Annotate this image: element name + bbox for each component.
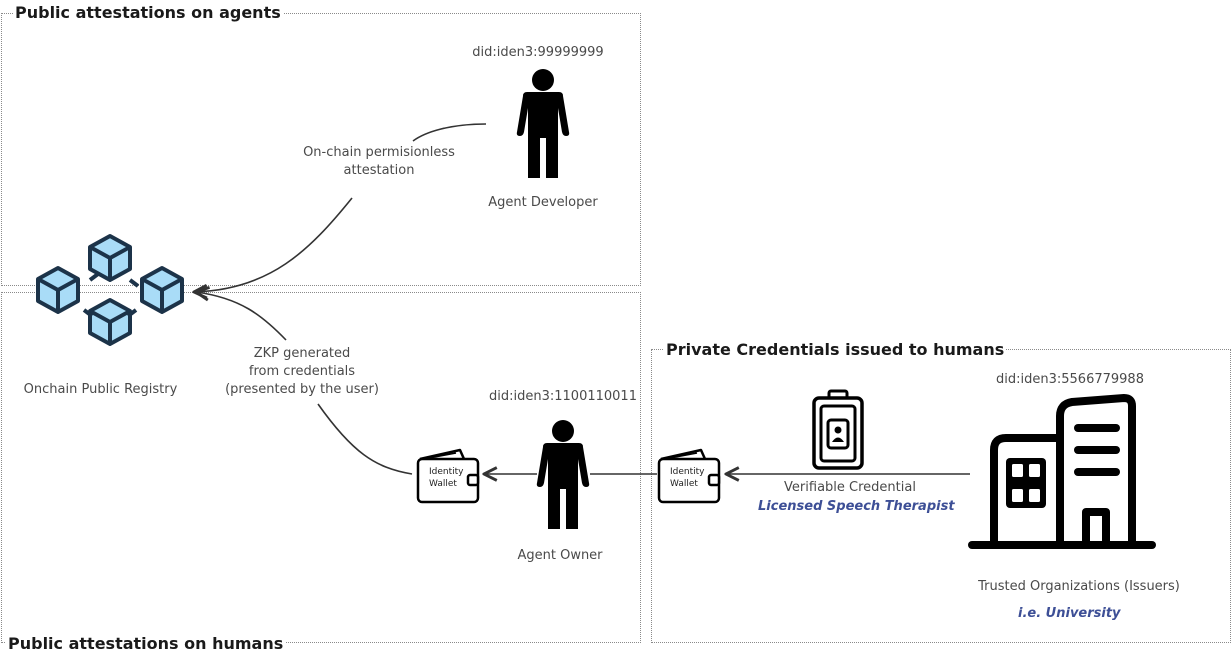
edge-developer-to-registry	[194, 197, 353, 292]
person-icon	[516, 69, 570, 178]
edge-wallet-to-zkp	[317, 403, 413, 475]
humans-section-box	[1, 292, 641, 643]
zkp-line2: from credentials	[248, 364, 356, 379]
owner-wallet-line2: Wallet	[429, 479, 457, 489]
issuer-label: Trusted Organizations (Issuers)	[978, 579, 1180, 594]
building-icon	[968, 394, 1156, 549]
owner-did: did:iden3:1100110011	[489, 389, 637, 404]
owner-label: Agent Owner	[517, 548, 603, 563]
zkp-label: ZKP generated from credentials (presente…	[222, 345, 382, 399]
credential-type: Licensed Speech Therapist	[758, 499, 955, 514]
onchain-attestation-line1: On-chain permisionless	[303, 145, 455, 160]
zkp-line3: (presented by the user)	[225, 382, 379, 397]
wallet-icon	[657, 448, 721, 504]
wallet-icon	[416, 448, 480, 504]
edge-zkp-to-registry	[196, 292, 287, 341]
private-section-title: Private Credentials issued to humans	[664, 340, 1007, 359]
humans-section-title: Public attestations on humans	[6, 634, 286, 653]
credential-wallet-line1: Identity	[670, 467, 705, 477]
credential-wallet-line2: Wallet	[670, 479, 698, 489]
owner-wallet-line1: Identity	[429, 467, 464, 477]
agents-section-title: Public attestations on agents	[13, 3, 283, 22]
issuer-example: i.e. University	[1018, 606, 1121, 621]
issuer-did: did:iden3:5566779988	[996, 372, 1144, 387]
id-badge-icon	[812, 389, 864, 470]
blockchain-cubes-icon	[36, 234, 184, 346]
developer-did: did:iden3:99999999	[472, 45, 604, 60]
onchain-attestation-label: On-chain permisionless attestation	[296, 144, 462, 180]
registry-label: Onchain Public Registry	[23, 382, 178, 397]
edge-developer-curve-top	[412, 123, 487, 142]
person-icon	[536, 420, 590, 529]
credential-label: Verifiable Credential	[784, 480, 916, 495]
agents-section-box	[1, 13, 641, 286]
onchain-attestation-line2: attestation	[343, 163, 415, 178]
owner-wallet-text: Identity Wallet	[429, 466, 464, 490]
developer-label: Agent Developer	[488, 195, 598, 210]
credential-wallet-text: Identity Wallet	[670, 466, 705, 490]
zkp-line1: ZKP generated	[253, 346, 351, 361]
